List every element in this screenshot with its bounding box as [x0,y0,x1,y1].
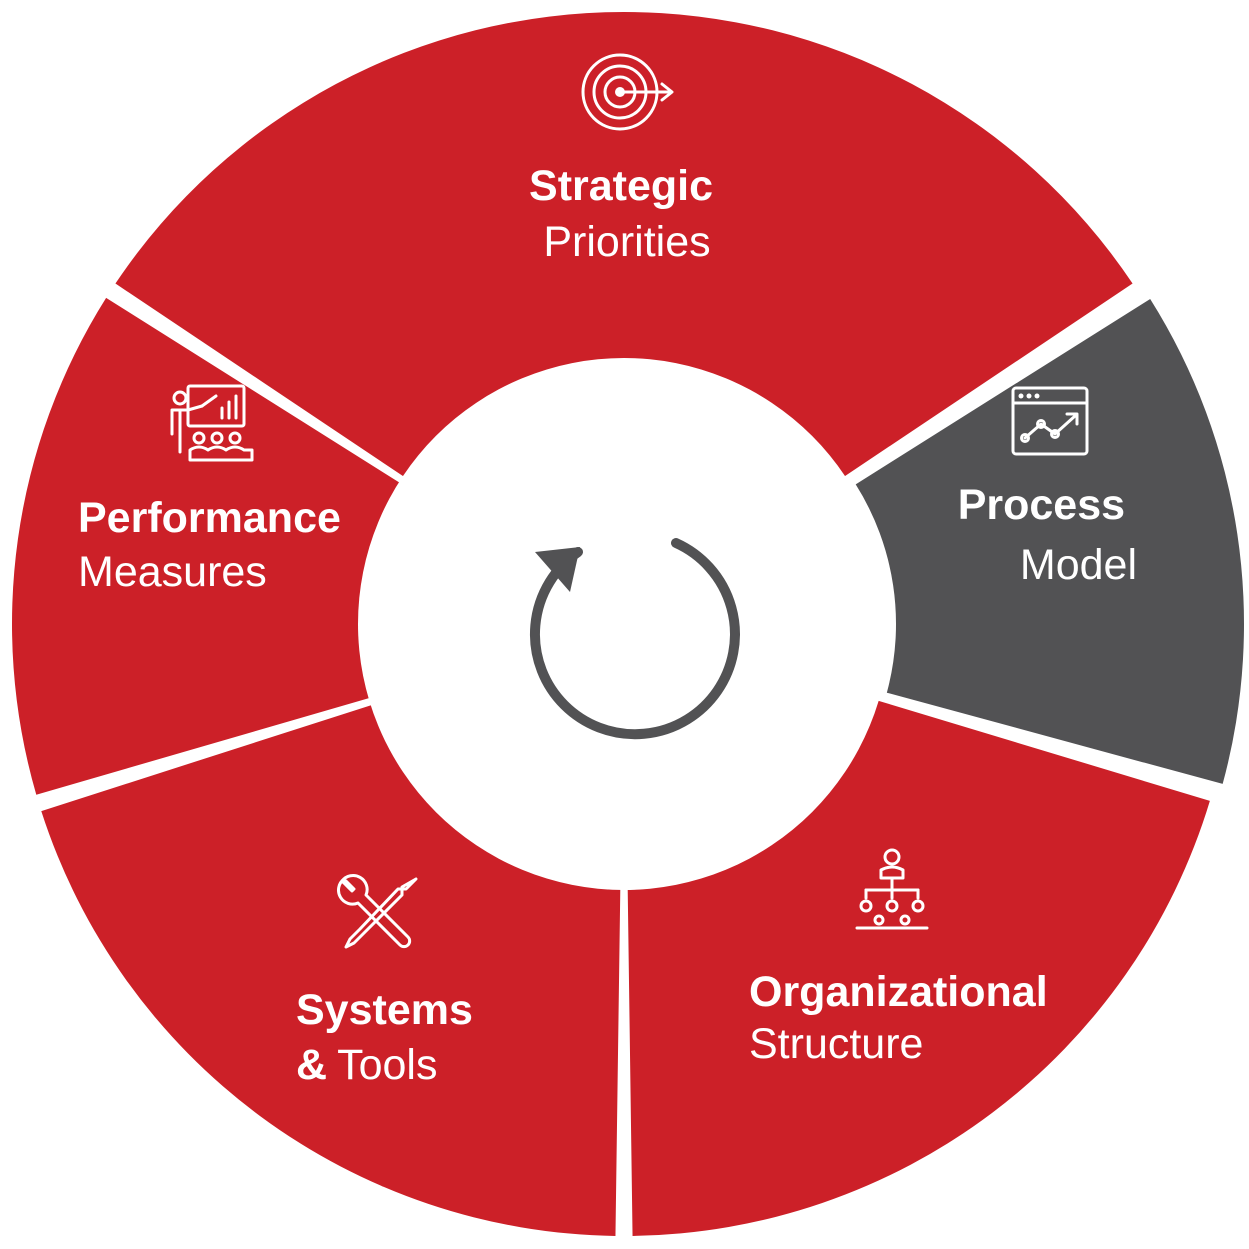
ring-segment-systems[interactable] [41,704,621,1236]
segment-systems[interactable]: Systems &Tools [296,874,485,1089]
segment-performance-title: Performance [78,494,341,542]
segment-strategic-subtitle: Priorities [543,218,710,266]
segment-organizational-title: Organizational [749,968,1048,1016]
segment-organizational-label: Organizational Structure [749,968,1060,1068]
ring-segment-strategic[interactable] [115,11,1133,479]
presentation-audience-icon [170,384,254,462]
ring-segment-process[interactable] [855,298,1245,784]
segment-strategic-title: Strategic [529,162,713,210]
segment-process-title: Process [958,481,1125,529]
cycle-arrow-icon [529,538,740,740]
segment-organizational-subtitle: Structure [749,1020,923,1068]
target-icon [581,53,674,131]
segment-systems-subtitle: Tools [337,1041,437,1089]
ring-segment-performance[interactable] [11,297,403,795]
segment-systems-title: Systems [296,986,473,1034]
org-chart-icon [855,848,929,930]
segments-layer [11,11,1245,1236]
segment-process[interactable]: Process Model [958,386,1137,589]
center-disc [358,358,890,890]
segment-process-subtitle: Model [1020,541,1137,589]
segment-performance[interactable]: Performance Measures [78,384,353,596]
segment-systems-ampersand: & [296,1041,327,1089]
chart-window-icon [1011,386,1089,456]
wrench-screwdriver-icon [337,874,418,949]
segment-organizational[interactable]: Organizational Structure [749,848,1060,1068]
segment-systems-label: Systems &Tools [296,986,485,1089]
segment-performance-subtitle: Measures [78,548,267,596]
segment-performance-label: Performance Measures [78,494,353,596]
segment-strategic[interactable]: Strategic Priorities [529,53,725,266]
segment-process-label: Process Model [958,481,1137,589]
segment-strategic-label: Strategic Priorities [529,162,725,266]
ring-segment-organizational[interactable] [627,699,1210,1236]
